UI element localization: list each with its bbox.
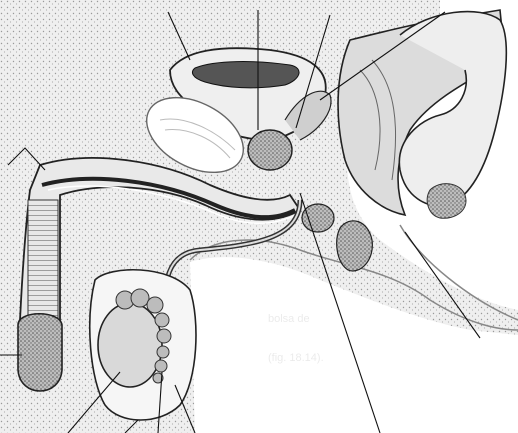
prostate <box>248 130 292 170</box>
glans <box>18 314 62 391</box>
anal-sphincter <box>337 221 373 271</box>
seminal-vesicle-cluster <box>427 184 466 219</box>
penis-erectile-tissue <box>28 200 58 325</box>
bulbourethral-gland <box>302 204 334 232</box>
testis <box>98 303 162 387</box>
